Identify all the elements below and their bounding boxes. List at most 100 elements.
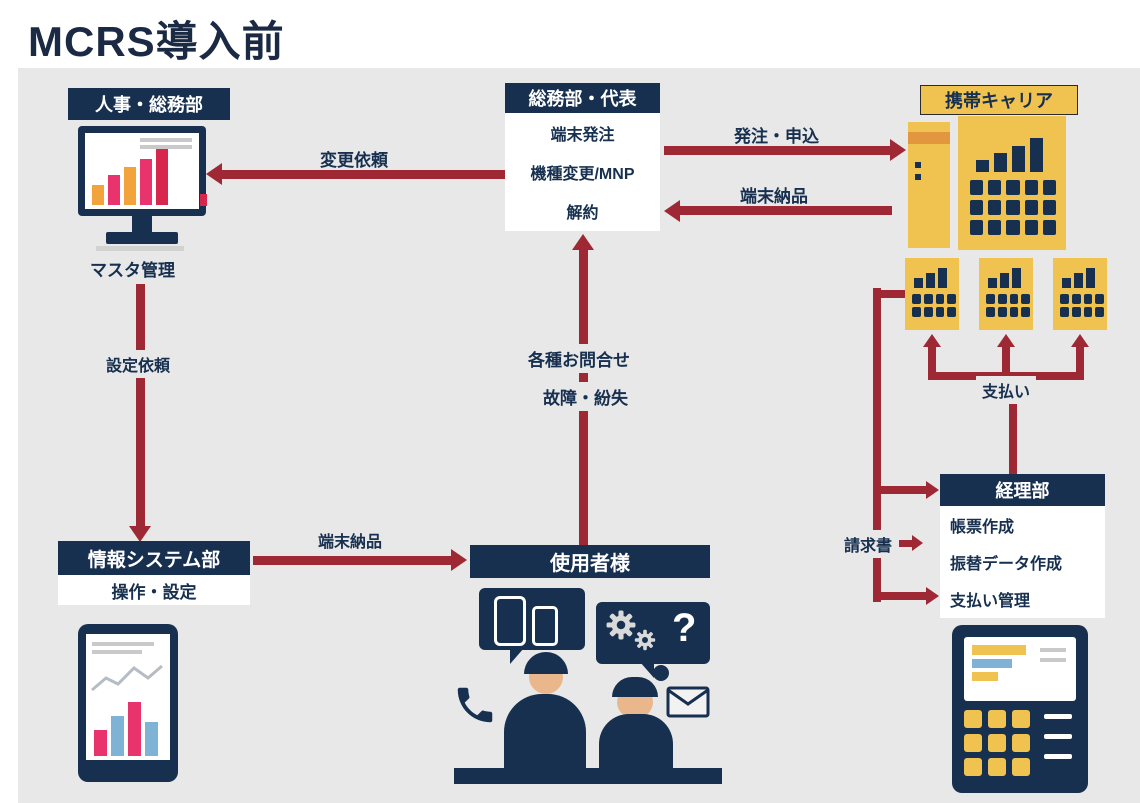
invoice-label: 請求書 — [838, 530, 899, 558]
calculator-line-3 — [1044, 754, 1072, 759]
gear-icon-large — [606, 610, 636, 640]
speech-bubble-support-tail — [640, 662, 654, 678]
it-dept-label: 情報システム部 — [87, 549, 221, 571]
phone-2-bar-chart — [988, 264, 1021, 288]
phone-handset-icon — [457, 687, 493, 723]
change-request-label: 変更依頼 — [320, 151, 388, 170]
accounting-label: 経理部 — [995, 481, 1050, 501]
person-1-hair — [524, 652, 568, 674]
accounting-box: 経理部 — [940, 474, 1105, 506]
monitor-shadow — [96, 246, 184, 251]
users-label: 使用者様 — [550, 553, 630, 575]
it-dept-caption-box: 操作・設定 — [58, 575, 250, 605]
monitor-power-light — [200, 194, 207, 206]
carrier-phone-keypad — [970, 180, 1056, 235]
phone-1-bar-chart — [914, 264, 947, 288]
person-1-body — [504, 694, 586, 768]
accounting-item-3: 支払い管理 — [950, 593, 1031, 611]
carrier-side-phone-dot-1 — [915, 162, 921, 168]
delivery-carrier-label: 端末納品 — [740, 187, 808, 206]
question-mark-icon: ? — [672, 606, 697, 650]
payment-arrow-line-2 — [1002, 347, 1010, 372]
payment-label: 支払い — [976, 376, 1037, 404]
payment-arrow-head-2 — [997, 334, 1015, 347]
phone-3-keypad — [1060, 294, 1104, 317]
phone-2-keypad — [986, 294, 1030, 317]
delivery-users-label: 端末納品 — [318, 534, 383, 551]
invoice-branch2-head — [926, 587, 939, 605]
gear-icon-small — [634, 629, 656, 651]
carrier-side-phone-strip — [908, 132, 950, 144]
invoice-main-line — [873, 288, 881, 602]
monitor-screen-line-2 — [140, 145, 192, 149]
change-request-arrow-line — [222, 170, 505, 179]
general-affairs-item-2: 機種変更/MNP — [530, 165, 635, 183]
calculator-keypad — [964, 710, 1030, 776]
calculator-screen-bar-1 — [972, 645, 1026, 655]
hr-dept-box: 人事・総務部 — [68, 88, 230, 120]
smartphone-icon-small — [532, 606, 558, 646]
calculator-screen-bar-3 — [972, 672, 998, 681]
calculator-screen-bar-2 — [972, 659, 1012, 668]
invoice-branch2-line — [881, 592, 926, 600]
inquiries-arrow-head — [572, 234, 594, 250]
speech-bubble-phones-tail — [510, 648, 524, 664]
phone-1-keypad — [912, 294, 956, 317]
monitor-screen-line-1 — [140, 138, 192, 142]
delivery-carrier-arrow-head — [664, 200, 680, 222]
setting-request-label: 設定依頼 — [100, 350, 177, 378]
calculator-line-1 — [1044, 714, 1072, 719]
envelope-icon — [666, 686, 710, 718]
setting-request-arrow-head — [129, 526, 151, 542]
invoice-mini-arrow-line — [899, 540, 912, 547]
order-arrow-head — [890, 139, 906, 161]
setting-request-arrow-line — [136, 284, 145, 528]
invoice-branch1-line — [881, 486, 926, 494]
accounting-item-1: 帳票作成 — [950, 518, 1015, 536]
calculator-screen-line-1 — [1040, 648, 1066, 652]
invoice-mini-arrow-head — [912, 535, 923, 551]
invoice-branch1-head — [926, 481, 939, 499]
carrier-box: 携帯キャリア — [920, 85, 1078, 115]
tablet-screen-line-2 — [92, 650, 142, 654]
it-dept-caption: 操作・設定 — [111, 582, 197, 602]
desk-bar — [454, 768, 722, 784]
accounting-panel: 帳票作成 振替データ作成 支払い管理 — [940, 506, 1105, 618]
calculator-screen-line-2 — [1040, 658, 1066, 662]
accounting-item-2: 振替データ作成 — [950, 555, 1063, 573]
smartphone-icon-large — [494, 596, 526, 646]
page-title: MCRS導入前 — [28, 18, 285, 65]
hr-dept-label: 人事・総務部 — [95, 95, 203, 115]
calculator-line-2 — [1044, 734, 1072, 739]
payment-arrow-head-3 — [1071, 334, 1089, 347]
master-management-label: マスタ管理 — [90, 261, 175, 280]
users-box: 使用者様 — [470, 545, 710, 578]
carrier-label: 携帯キャリア — [945, 91, 1053, 111]
monitor-stand-neck — [132, 216, 152, 232]
monitor-stand-base — [106, 232, 178, 244]
general-affairs-label: 総務部・代表 — [528, 89, 637, 109]
order-label: 発注・申込 — [734, 127, 819, 146]
payment-arrow-head-1 — [923, 334, 941, 347]
monitor-bar-chart — [92, 143, 168, 205]
trouble-loss-label: 故障・紛失 — [537, 382, 634, 411]
carrier-side-phone-dot-2 — [915, 174, 921, 180]
delivery-users-arrow-line — [253, 556, 451, 565]
delivery-users-arrow-head — [451, 549, 467, 571]
general-affairs-box: 総務部・代表 — [505, 83, 660, 113]
invoice-top-stub — [881, 290, 905, 298]
inquiries-label: 各種お問合せ — [522, 344, 636, 373]
phone-3-bar-chart — [1062, 264, 1095, 288]
delivery-carrier-arrow-line — [680, 206, 892, 215]
general-affairs-item-1: 端末発注 — [550, 126, 615, 144]
person-2-hair-bun — [653, 665, 669, 681]
payment-arrow-line-3 — [1076, 347, 1084, 372]
tablet-line-chart — [91, 664, 163, 692]
general-affairs-item-3: 解約 — [566, 205, 599, 223]
carrier-phone-bar-chart — [976, 136, 1043, 172]
tablet-bar-chart — [94, 702, 158, 756]
order-arrow-line — [664, 146, 890, 155]
change-request-arrow-head — [206, 163, 222, 185]
tablet-screen-line-1 — [92, 642, 154, 646]
